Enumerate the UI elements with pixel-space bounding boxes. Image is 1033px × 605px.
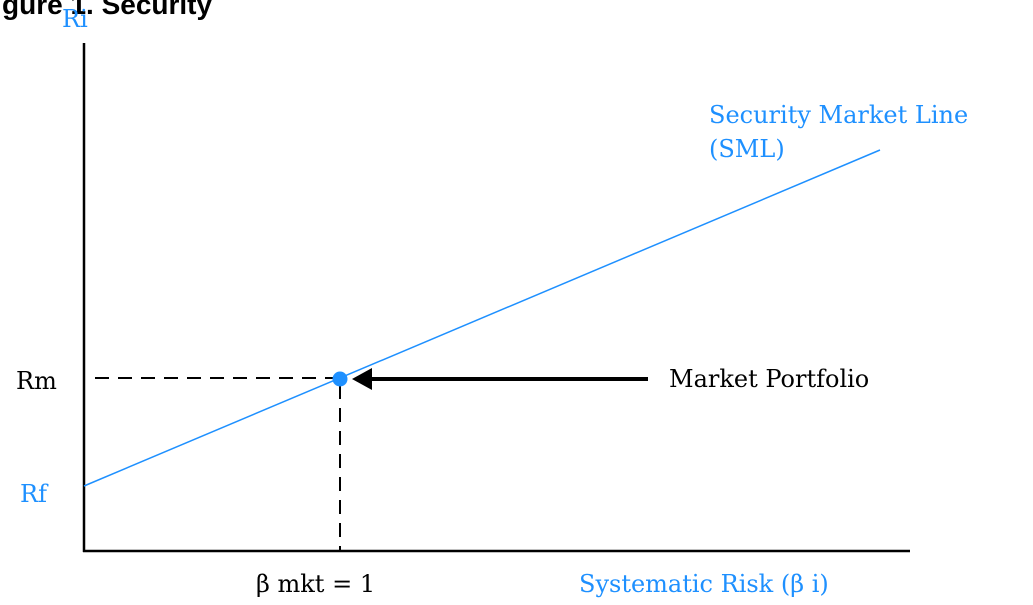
market-portfolio-point — [332, 371, 348, 387]
clipped-figure-heading: gure 1. Security — [2, 0, 213, 20]
rm-label: Rm — [16, 367, 57, 395]
security-market-line — [83, 149, 881, 487]
y-axis-label: Ri — [62, 5, 88, 33]
x-axis-label: Systematic Risk (β i) — [579, 570, 829, 598]
market-portfolio-label: Market Portfolio — [669, 365, 869, 393]
market-portfolio-arrow-head — [352, 368, 372, 390]
sml-label-line1: Security Market Line — [709, 101, 968, 129]
rf-label: Rf — [20, 480, 49, 508]
sml-label-line2: (SML) — [709, 135, 785, 163]
beta-market-label: β mkt = 1 — [256, 570, 375, 598]
